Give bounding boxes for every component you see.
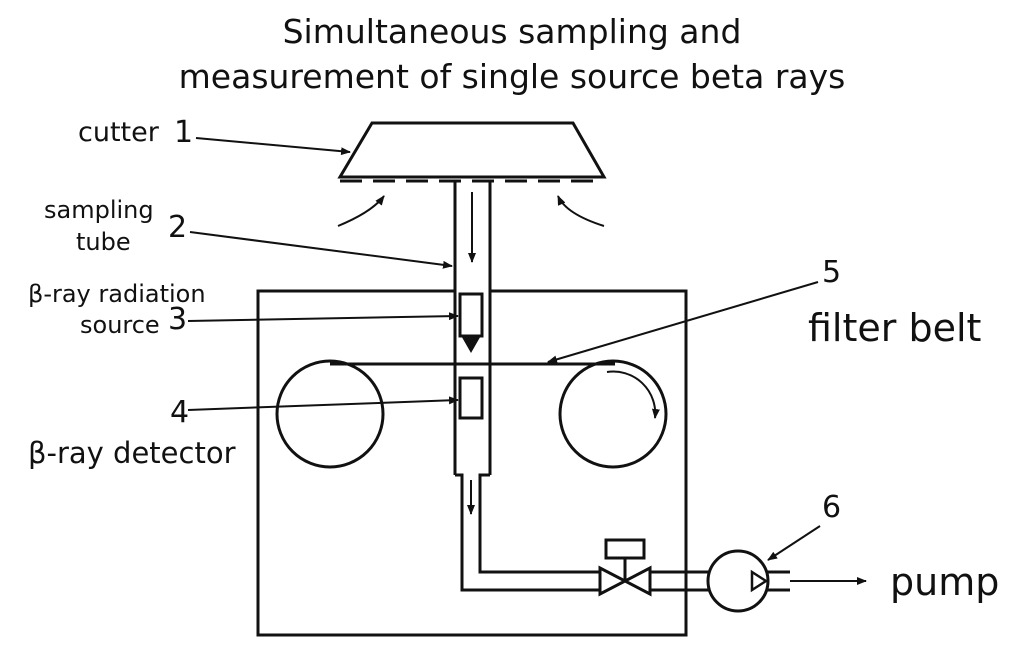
filter-reel-right [558,359,668,469]
inlet-flow-arrow-right [557,195,605,227]
sampling-tube-label-line1: sampling [44,196,154,224]
valve-actuator [604,538,646,560]
lower-duct-right-wall [478,473,600,574]
inlet-flow-arrow-left [337,195,385,227]
filter-belt-label: filter belt [808,306,982,350]
lower-duct-left-wall [455,473,600,592]
callout-number-2: 2 [168,210,188,245]
pump-body [706,549,770,613]
leader-line-3 [187,312,459,322]
diagram-title-line2: measurement of single source beta rays [178,57,846,96]
callout-number-3: 3 [168,302,188,337]
filter-reel-left [275,359,385,469]
pump-label: pump [890,560,1000,604]
detector-label: β-ray detector [28,436,236,470]
enclosure-right-part [455,289,688,637]
leader-line-1 [195,137,351,156]
source-label-line1: β-ray radiation [28,280,206,308]
cutter-label: cutter [78,117,159,148]
leader-line-6 [767,525,821,561]
leader-line-4 [187,396,459,411]
leader-line-5 [547,281,819,364]
diagram-title-line1: Simultaneous sampling and [282,12,742,51]
pump-symbol [750,569,769,593]
beta-ray-source [458,292,484,338]
valve [598,565,652,597]
callout-number-6: 6 [822,490,842,525]
callout-number-1: 1 [174,115,194,150]
reel-rotation-arrow [606,370,660,419]
beta-ray-detector [458,376,484,420]
sampling-tube-label-line2: tube [76,228,131,256]
beta-ray-source-tip [460,334,482,354]
enclosure-left-part [256,289,455,637]
cutter-body [337,121,607,179]
leader-line-2 [189,231,453,269]
source-label-line2: source [80,311,160,339]
callout-number-5: 5 [822,255,842,290]
callout-number-4: 4 [170,395,190,430]
